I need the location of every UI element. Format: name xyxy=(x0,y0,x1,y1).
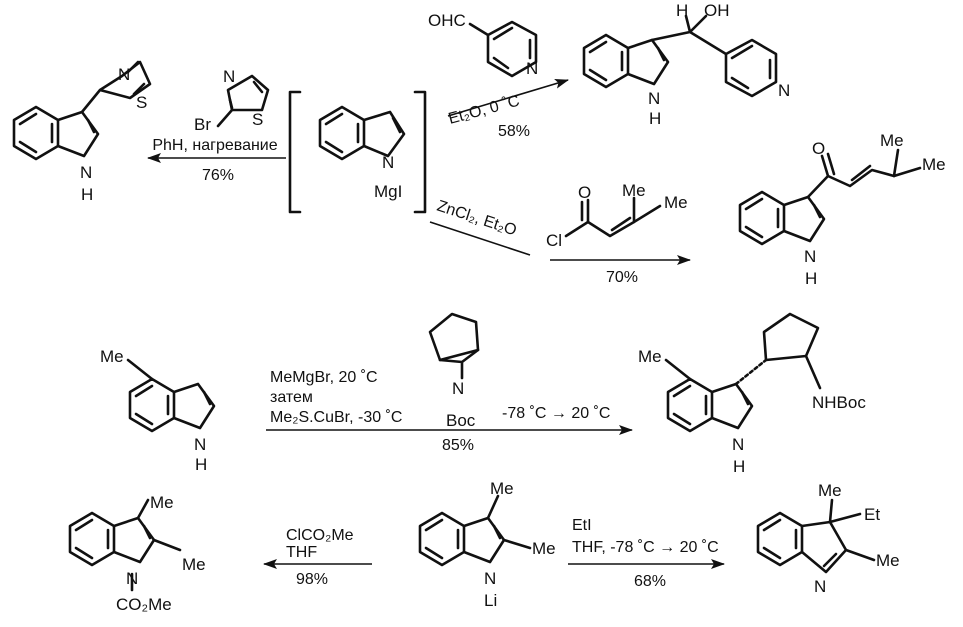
p5-co2me-label: CO₂Me xyxy=(116,595,172,614)
grignard-n-label: N xyxy=(382,153,394,172)
thiazolylindole-product xyxy=(12,60,152,161)
li-me-right-label: Me xyxy=(532,539,556,558)
indolenine-product xyxy=(756,498,876,574)
p2-nh-h-label: H xyxy=(649,109,661,128)
grignard-mgi-label: MgI xyxy=(374,182,402,201)
p4-me-label: Me xyxy=(638,347,662,366)
methylindole-reactant xyxy=(126,358,216,433)
r4-nh-n-label: N xyxy=(194,435,206,454)
aldehyde-n-label: N xyxy=(526,59,538,78)
r4-nh-h-label: H xyxy=(195,455,207,474)
p2-h-label: H xyxy=(676,1,688,20)
p3-nh-n-label: N xyxy=(804,247,816,266)
indolyl-magnesium-iodide xyxy=(288,90,427,214)
reaction4-then: затем xyxy=(270,389,313,406)
li-li-label: Li xyxy=(484,591,497,610)
reaction6-reagent: EtI xyxy=(572,517,592,534)
lithio-dimethylindole xyxy=(418,494,532,567)
reaction1-yield: 76% xyxy=(202,167,234,184)
p1-nh-h-label: H xyxy=(81,185,93,204)
li-n-label: N xyxy=(484,569,496,588)
aldehyde-ohc-label: OHC xyxy=(428,11,466,30)
reaction4-step1: MeMgBr, 20 ˚C xyxy=(270,369,378,386)
p5-n-label: N xyxy=(126,569,138,588)
p2-pyridine-n-label: N xyxy=(778,81,790,100)
reaction2-yield: 58% xyxy=(498,123,530,140)
p6-et-label: Et xyxy=(864,505,880,524)
bromothiazole-n-label: N xyxy=(223,67,235,86)
reaction5-solvent: THF xyxy=(286,544,317,561)
p3-o-label: O xyxy=(812,139,825,158)
p6-me-top-label: Me xyxy=(818,481,842,500)
p3-nh-h-label: H xyxy=(805,269,817,288)
reaction3-yield: 70% xyxy=(606,269,638,286)
reaction4-step2: Me₂S.CuBr, -30 ˚C xyxy=(270,409,402,426)
acyl-me-right-label: Me xyxy=(664,193,688,212)
reaction4-temp: -78 ˚C → 20 ˚C xyxy=(502,405,610,422)
p4-nh-h-label: H xyxy=(733,457,745,476)
reaction4-yield: 85% xyxy=(442,437,474,454)
pyridylmethanol-product xyxy=(582,14,778,98)
p1-nh-n-label: N xyxy=(80,163,92,182)
bromothiazole-br-label: Br xyxy=(194,115,211,134)
acyl-cl-label: Cl xyxy=(546,231,562,250)
reaction2-arrow xyxy=(447,78,569,117)
pyridine-carbaldehyde-reagent xyxy=(468,20,538,78)
p2-oh-label: OH xyxy=(704,1,730,20)
aziridine-reagent xyxy=(428,312,480,380)
acyl-chloride-reagent xyxy=(564,196,662,238)
aziridine-n-label: N xyxy=(452,379,464,398)
p6-n-label: N xyxy=(814,577,826,596)
li-me-top-label: Me xyxy=(490,479,514,498)
reaction3-reagent: ZnCl₂, Et₂O xyxy=(435,198,519,240)
p2-nh-n-label: N xyxy=(648,89,660,108)
reaction6-conditions: THF, -78 ˚C → 20 ˚C xyxy=(572,539,719,556)
p4-nh-n-label: N xyxy=(732,435,744,454)
acylindole-product xyxy=(738,148,922,246)
p3-me-right-label: Me xyxy=(922,155,946,174)
p6-me-right-label: Me xyxy=(876,551,900,570)
reaction6-yield: 68% xyxy=(634,573,666,590)
bromothiazole-reagent xyxy=(216,74,270,128)
p5-me-right-label: Me xyxy=(182,555,206,574)
carbamate-indole-product xyxy=(68,498,182,592)
reaction3-arrow-diag xyxy=(429,221,531,256)
p4-nhboc-label: NHBoc xyxy=(812,393,866,412)
p1-n-ring-label: N xyxy=(118,65,130,84)
acyl-o-label: O xyxy=(578,183,591,202)
reaction1-conditions: PhH, нагревание xyxy=(152,137,277,154)
acyl-me-top-label: Me xyxy=(622,181,646,200)
p1-s-label: S xyxy=(136,93,147,112)
bromothiazole-s-label: S xyxy=(252,110,263,129)
cyclopentyl-indole-product xyxy=(664,312,822,433)
p3-me-top-label: Me xyxy=(880,131,904,150)
reaction5-reagent: ClCO₂Me xyxy=(286,527,354,544)
aziridine-boc-label: Boc xyxy=(446,411,476,430)
p5-me-top-label: Me xyxy=(150,493,174,512)
reaction5-yield: 98% xyxy=(296,571,328,588)
r4-me-label: Me xyxy=(100,347,124,366)
